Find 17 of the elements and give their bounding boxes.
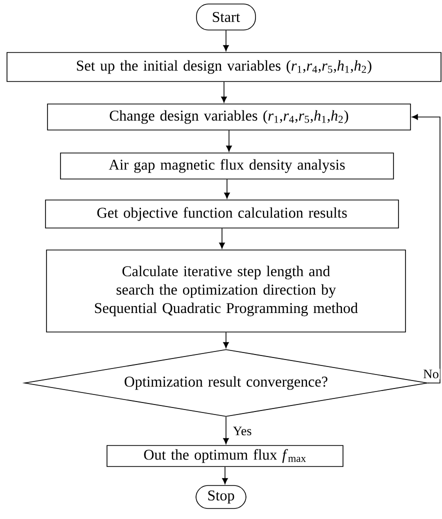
arrow — [219, 228, 225, 249]
arrow — [223, 332, 229, 348]
process-box: Get objective function calculation results — [45, 200, 399, 228]
process-box: Out the optimum flux f$_{max}$ — [106, 445, 344, 467]
arrow — [223, 416, 229, 444]
arrow — [226, 130, 232, 152]
process-box: Change design variables (r$_{1}$,r$_{4}$,r$_{5}$,h$_{1}$,h$_{2}$) — [47, 104, 411, 130]
process-box: Set up the initial design variables (r$_{1}$,r$_{4}$,r$_{5}$,h$_{1}$,h$_{2}$) — [6, 52, 442, 82]
process-box: Calculate iterative step length and search the optimization direction by Sequential Quadratic Programming method — [46, 250, 406, 332]
process-box: Air gap magnetic flux density analysis — [60, 152, 394, 180]
arrow — [412, 114, 440, 384]
edge-label: No — [422, 368, 440, 380]
arrow — [223, 30, 229, 52]
edge-label: Yes — [232, 426, 253, 436]
arrow — [222, 466, 228, 484]
arrow — [221, 82, 227, 103]
arrow — [224, 179, 230, 199]
